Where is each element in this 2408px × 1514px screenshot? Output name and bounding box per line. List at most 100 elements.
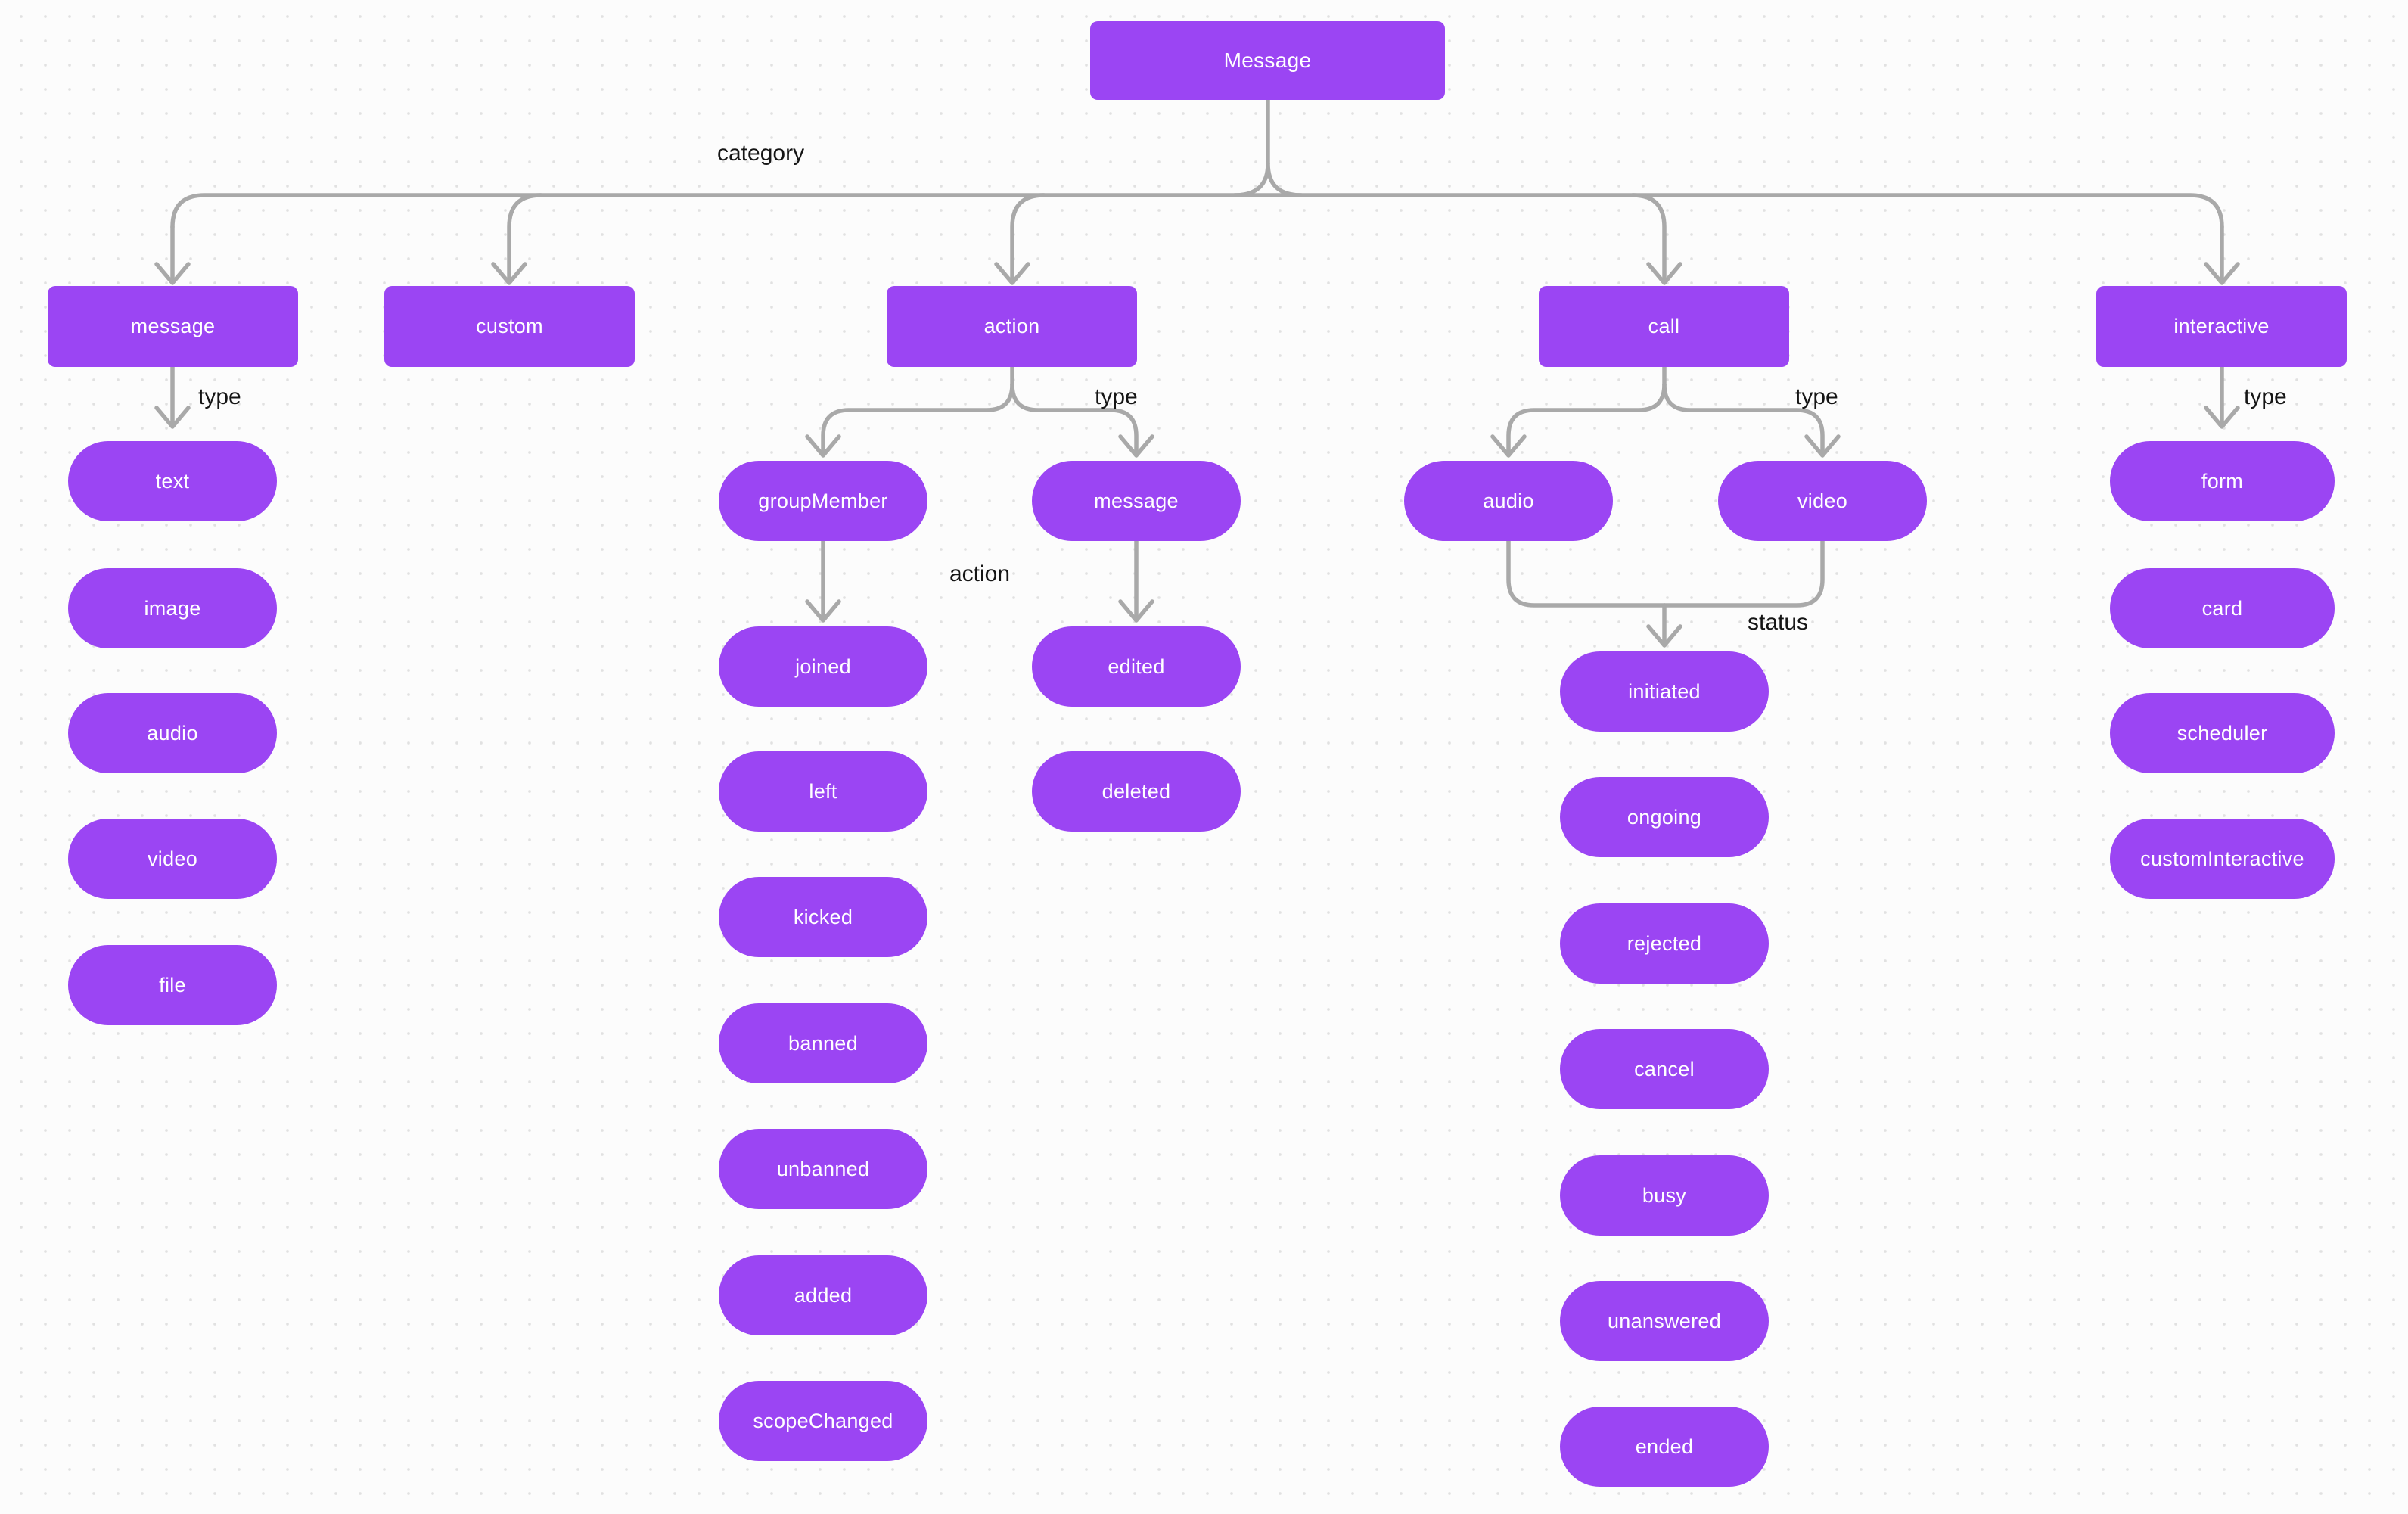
connector-path xyxy=(507,193,543,282)
connector-path xyxy=(1662,539,1825,608)
node-label: banned xyxy=(788,1031,858,1055)
edge-label-type-action: type xyxy=(1095,384,1138,409)
node-busy[interactable]: busy xyxy=(1560,1155,1769,1236)
connector-path xyxy=(1630,193,1667,282)
node-label: video xyxy=(147,847,198,870)
node-label: customInteractive xyxy=(2140,847,2304,870)
node-deleted[interactable]: deleted xyxy=(1032,751,1241,832)
arrowhead-chevron-icon xyxy=(994,262,1030,285)
connector-path xyxy=(1506,382,1667,455)
node-customInteractive[interactable]: customInteractive xyxy=(2110,819,2335,899)
node-initiated[interactable]: initiated xyxy=(1560,651,1769,732)
node-cat-custom[interactable]: custom xyxy=(384,286,635,367)
node-ongoing[interactable]: ongoing xyxy=(1560,777,1769,857)
node-label: message xyxy=(1094,489,1179,512)
connector-path xyxy=(1506,539,1667,608)
node-ended[interactable]: ended xyxy=(1560,1407,1769,1487)
connector-path xyxy=(1010,193,1046,282)
node-label: unbanned xyxy=(776,1157,870,1180)
node-banned[interactable]: banned xyxy=(719,1003,927,1083)
node-msg-message[interactable]: message xyxy=(1032,461,1241,541)
arrowhead-chevron-icon xyxy=(1490,434,1527,458)
node-label: scheduler xyxy=(2177,721,2268,745)
connector-path xyxy=(821,382,1014,455)
node-cat-interactive[interactable]: interactive xyxy=(2096,286,2347,367)
node-card[interactable]: card xyxy=(2110,568,2335,648)
node-label: Message xyxy=(1223,48,1312,72)
arrowhead-chevron-icon xyxy=(491,262,527,285)
node-label: groupMember xyxy=(758,489,888,512)
node-cat-call[interactable]: call xyxy=(1539,286,1789,367)
node-cancel[interactable]: cancel xyxy=(1560,1029,1769,1109)
node-left[interactable]: left xyxy=(719,751,927,832)
edge-label-type-call: type xyxy=(1795,384,1838,409)
node-groupMember[interactable]: groupMember xyxy=(719,461,927,541)
node-label: added xyxy=(794,1283,853,1307)
node-text[interactable]: text xyxy=(68,441,277,521)
node-unbanned[interactable]: unbanned xyxy=(719,1129,927,1209)
node-label: audio xyxy=(147,721,198,745)
arrowhead-chevron-icon xyxy=(1118,599,1154,623)
node-joined[interactable]: joined xyxy=(719,626,927,707)
node-added[interactable]: added xyxy=(719,1255,927,1335)
node-audio[interactable]: audio xyxy=(68,693,277,773)
node-label: text xyxy=(155,469,190,493)
edge-label-type-interactive: type xyxy=(2244,384,2287,409)
connector-path xyxy=(1232,161,1303,197)
node-label: deleted xyxy=(1101,779,1171,803)
node-scopeChanged[interactable]: scopeChanged xyxy=(719,1381,927,1461)
node-label: kicked xyxy=(793,905,853,928)
node-label: cancel xyxy=(1634,1057,1695,1080)
node-scheduler[interactable]: scheduler xyxy=(2110,693,2335,773)
node-label: image xyxy=(144,596,201,620)
node-label: interactive xyxy=(2173,315,2270,337)
node-label: joined xyxy=(795,654,851,678)
arrowhead-chevron-icon xyxy=(1804,434,1841,458)
node-label: message xyxy=(130,315,216,337)
node-kicked[interactable]: kicked xyxy=(719,877,927,957)
node-rejected[interactable]: rejected xyxy=(1560,903,1769,984)
node-label: call xyxy=(1648,315,1680,337)
node-cat-action[interactable]: action xyxy=(887,286,1137,367)
node-cat-message[interactable]: message xyxy=(48,286,298,367)
arrowhead-chevron-icon xyxy=(805,434,841,458)
edge-label-type-message: type xyxy=(198,384,241,409)
arrowhead-chevron-icon xyxy=(154,262,191,285)
arrowhead-chevron-icon xyxy=(1646,262,1682,285)
node-label: action xyxy=(983,315,1040,337)
node-edited[interactable]: edited xyxy=(1032,626,1241,707)
node-label: audio xyxy=(1483,489,1534,512)
node-call-audio[interactable]: audio xyxy=(1404,461,1613,541)
node-label: edited xyxy=(1108,654,1165,678)
node-image[interactable]: image xyxy=(68,568,277,648)
node-form[interactable]: form xyxy=(2110,441,2335,521)
arrowhead-chevron-icon xyxy=(1646,624,1682,648)
node-label: form xyxy=(2201,469,2244,493)
node-label: video xyxy=(1797,489,1848,512)
node-label: unanswered xyxy=(1607,1309,1722,1332)
edge-label-category: category xyxy=(717,141,805,166)
node-label: custom xyxy=(476,315,543,337)
arrowhead-chevron-icon xyxy=(2204,262,2240,285)
node-file[interactable]: file xyxy=(68,945,277,1025)
connector-path xyxy=(1662,382,1825,455)
connector-path xyxy=(170,193,2224,229)
arrowhead-chevron-icon xyxy=(805,599,841,623)
arrowhead-chevron-icon xyxy=(1118,434,1154,458)
node-video[interactable]: video xyxy=(68,819,277,899)
node-label: card xyxy=(2201,596,2243,620)
arrowhead-chevron-icon xyxy=(2204,406,2240,429)
node-label: busy xyxy=(1642,1183,1687,1207)
edge-label-status-call: status xyxy=(1748,610,1809,635)
arrowhead-chevron-icon xyxy=(154,406,191,429)
node-label: left xyxy=(809,779,837,803)
connector-path xyxy=(1010,382,1139,455)
node-unanswered[interactable]: unanswered xyxy=(1560,1281,1769,1361)
node-label: ended xyxy=(1635,1435,1694,1458)
node-call-video[interactable]: video xyxy=(1718,461,1927,541)
node-root[interactable]: Message xyxy=(1090,21,1445,100)
node-label: scopeChanged xyxy=(753,1409,893,1432)
node-label: file xyxy=(159,973,186,996)
